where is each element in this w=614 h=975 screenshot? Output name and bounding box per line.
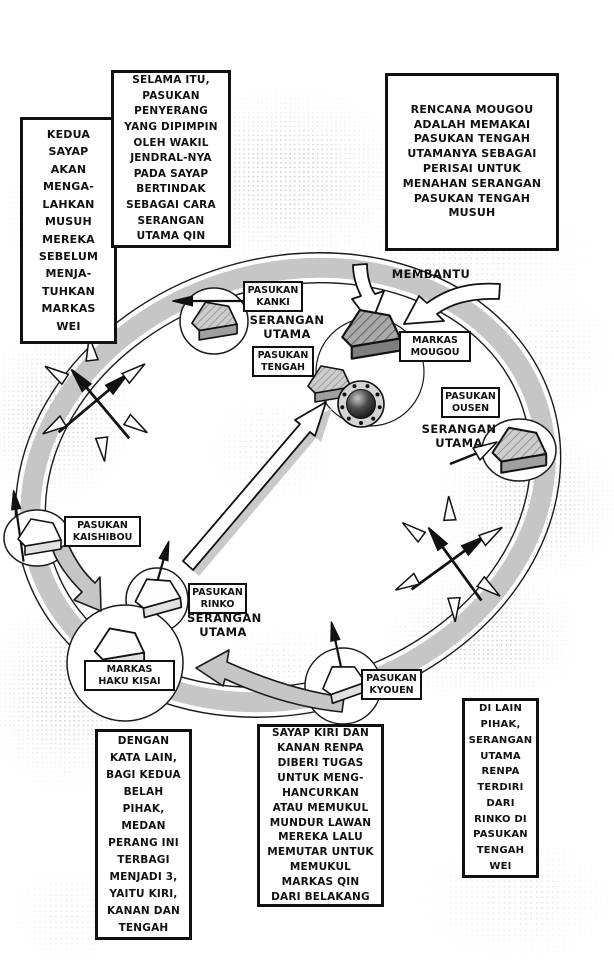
flow-arrows-grey	[52, 543, 345, 713]
narration-box-dengan-kata-lain: DENGAN KATA LAIN, BAGI KEDUA BELAH PIHAK…	[95, 729, 192, 940]
main-attack-arrow	[182, 401, 332, 576]
unit-label-pasukan-rinko: PASUKAN RINKO	[188, 583, 247, 615]
annotation-membantu: MEMBANTU	[391, 267, 471, 281]
arrow-kyouen-to-haku	[195, 649, 345, 713]
annotation-serangan-utama-right: SERANGAN UTAMA	[421, 422, 497, 450]
narration-box-di-lain-pihak: DI LAIN PIHAK, SERANGAN UTAMA RENPA TERD…	[462, 698, 539, 878]
ousen-attack-arrow	[449, 441, 498, 466]
unit-label-pasukan-kanki: PASUKAN KANKI	[243, 281, 303, 313]
unit-label-pasukan-ousen: PASUKAN OUSEN	[441, 387, 500, 419]
unit-label-pasukan-kaishibou: PASUKAN KAISHIBOU	[64, 516, 141, 548]
narration-box-sayap-kiri: SAYAP KIRI DAN KANAN RENPA DIBERI TUGAS …	[257, 724, 384, 907]
unit-label-markas-haku-kisai: MARKAS HAKU KISAI	[84, 660, 175, 692]
annotation-serangan-utama-top: SERANGAN UTAMA	[249, 313, 325, 341]
fortress-icon-mougou	[341, 308, 402, 360]
narration-box-selama-itu: SELAMA ITU, PASUKAN PENYERANG YANG DIPIM…	[111, 70, 231, 248]
unit-label-markas-mougou: MARKAS MOUGOU	[399, 331, 471, 363]
narration-box-kedua-sayap: KEDUA SAYAP AKAN MENGA- LAHKAN MUSUH MER…	[20, 117, 117, 344]
unit-label-pasukan-tengah: PASUKAN TENGAH	[252, 346, 314, 378]
annotation-serangan-utama-bottom: SERANGAN UTAMA	[187, 611, 262, 639]
narration-box-rencana-mougou: RENCANA MOUGOU ADALAH MEMAKAI PASUKAN TE…	[385, 73, 559, 251]
unit-label-pasukan-kyouen: PASUKAN KYOUEN	[361, 669, 422, 701]
membantu-arrow-right	[403, 282, 501, 325]
shield-icon	[337, 380, 385, 428]
